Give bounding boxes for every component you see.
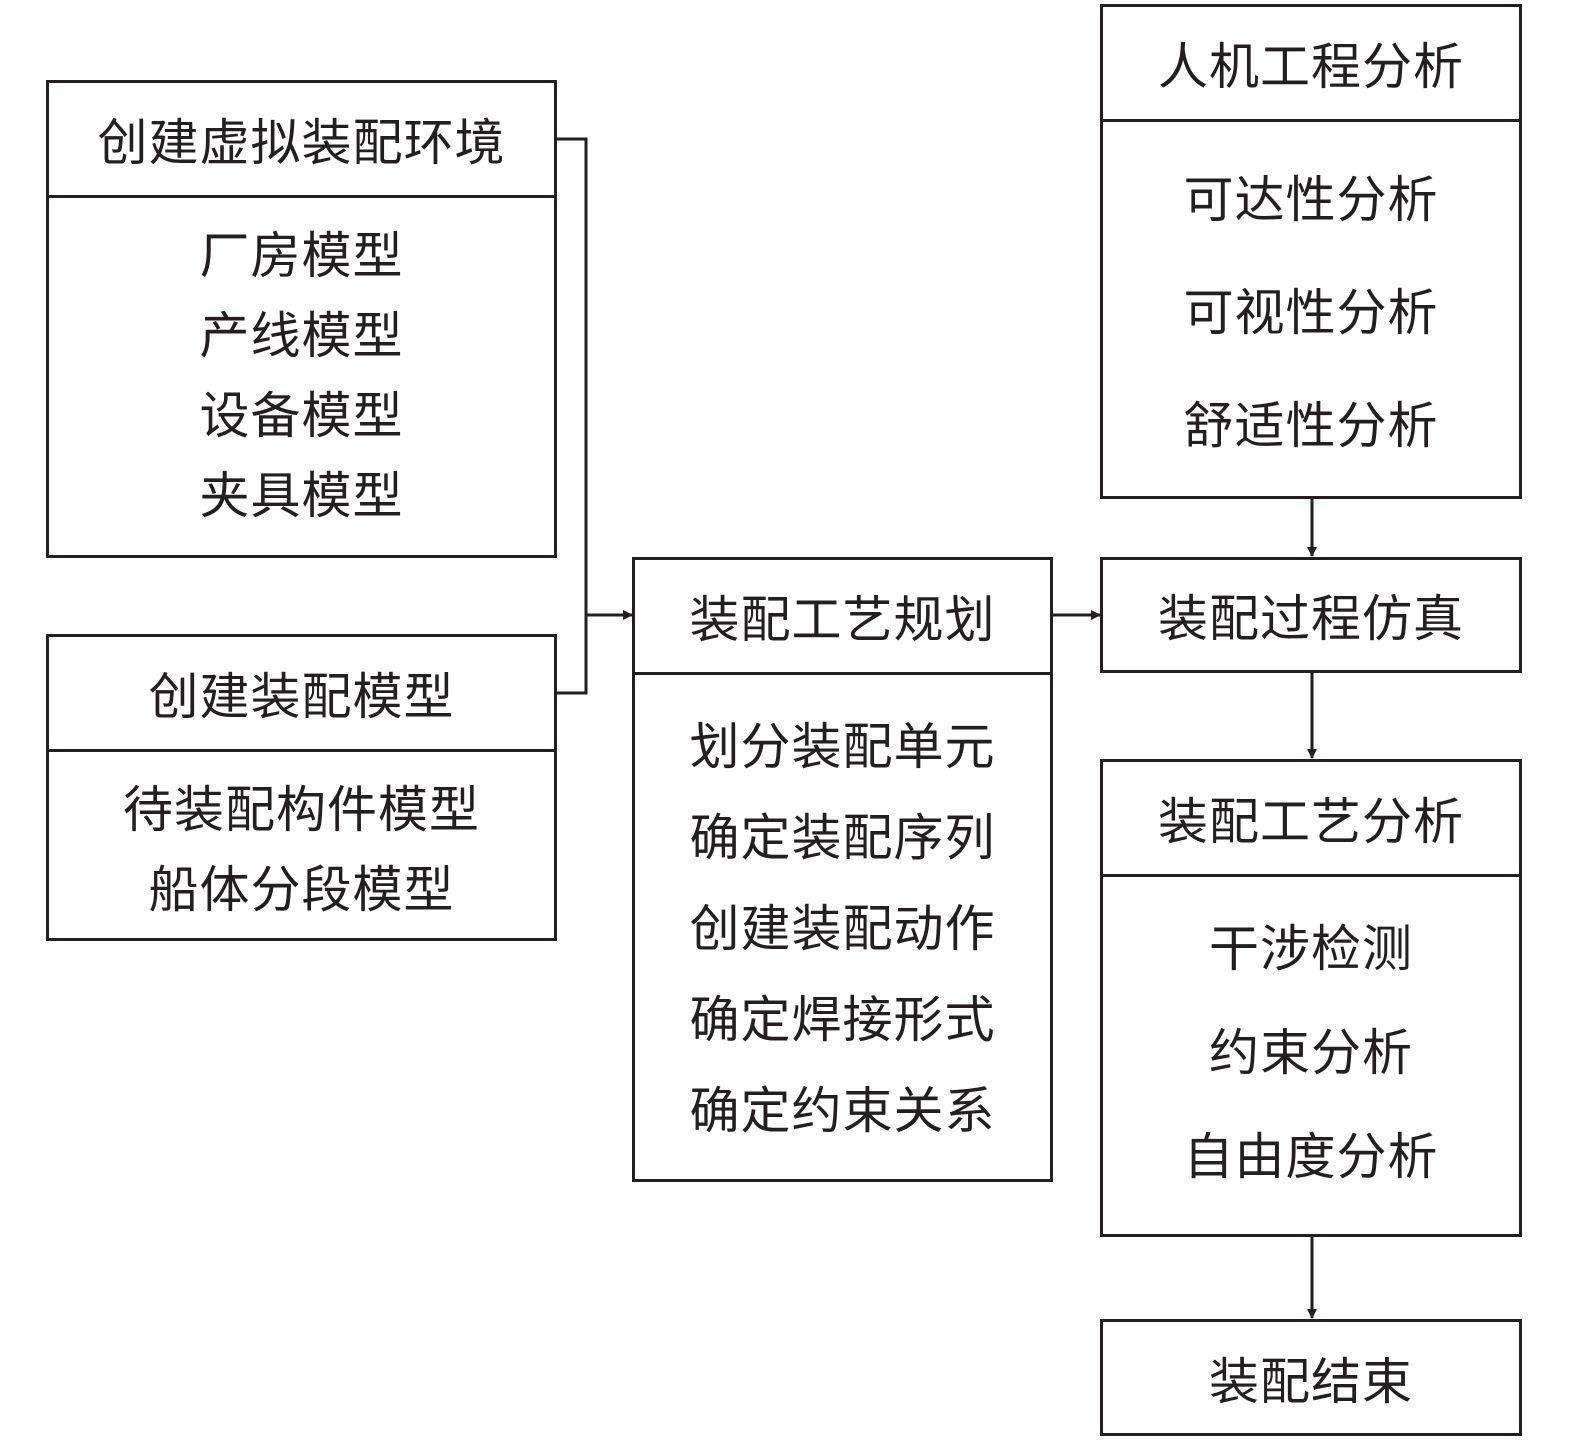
- list-item: 厂房模型: [199, 227, 404, 285]
- list-item: 自由度分析: [1183, 1128, 1439, 1186]
- list-item: 确定装配序列: [689, 809, 996, 867]
- list-item: 产线模型: [199, 307, 404, 365]
- list-item: 划分装配单元: [689, 718, 996, 776]
- list-item: 创建装配动作: [689, 900, 996, 958]
- process-planning-box: 装配工艺规划 划分装配单元 确定装配序列 创建装配动作 确定焊接形式 确定约束关…: [632, 557, 1053, 1182]
- virtual-environment-items: 厂房模型 产线模型 设备模型 夹具模型: [49, 198, 554, 536]
- simulation-box: 装配过程仿真: [1100, 557, 1522, 673]
- assembly-model-title: 创建装配模型: [49, 637, 554, 752]
- list-item: 设备模型: [199, 387, 404, 445]
- process-planning-items: 划分装配单元 确定装配序列 创建装配动作 确定焊接形式 确定约束关系: [635, 675, 1050, 1157]
- virtual-environment-box: 创建虚拟装配环境 厂房模型 产线模型 设备模型 夹具模型: [46, 80, 557, 558]
- assembly-end-box: 装配结束: [1100, 1319, 1522, 1436]
- assembly-end-title: 装配结束: [1209, 1352, 1413, 1411]
- list-item: 确定焊接形式: [689, 991, 996, 1049]
- list-item: 可视性分析: [1183, 284, 1439, 342]
- process-planning-title: 装配工艺规划: [635, 560, 1050, 675]
- list-item: 待装配构件模型: [123, 781, 480, 839]
- connector-assembly-model-to-planning: [556, 615, 588, 695]
- list-item: 确定约束关系: [689, 1082, 996, 1140]
- list-item: 干涉检测: [1209, 920, 1413, 978]
- connector-virtual-env-to-planning: [556, 137, 588, 615]
- process-analysis-box: 装配工艺分析 干涉检测 约束分析 自由度分析: [1100, 759, 1522, 1237]
- process-analysis-title: 装配工艺分析: [1103, 762, 1519, 877]
- ergonomics-items: 可达性分析 可视性分析 舒适性分析: [1103, 122, 1519, 483]
- ergonomics-title: 人机工程分析: [1103, 7, 1519, 122]
- list-item: 可达性分析: [1183, 171, 1439, 229]
- assembly-model-box: 创建装配模型 待装配构件模型 船体分段模型: [46, 634, 557, 941]
- list-item: 船体分段模型: [148, 861, 455, 919]
- simulation-title: 装配过程仿真: [1158, 590, 1464, 648]
- list-item: 约束分析: [1209, 1024, 1413, 1082]
- virtual-environment-title: 创建虚拟装配环境: [49, 83, 554, 198]
- assembly-model-items: 待装配构件模型 船体分段模型: [49, 752, 554, 930]
- list-item: 舒适性分析: [1183, 397, 1439, 455]
- process-analysis-items: 干涉检测 约束分析 自由度分析: [1103, 877, 1519, 1209]
- ergonomics-box: 人机工程分析 可达性分析 可视性分析 舒适性分析: [1100, 4, 1522, 499]
- list-item: 夹具模型: [199, 467, 404, 525]
